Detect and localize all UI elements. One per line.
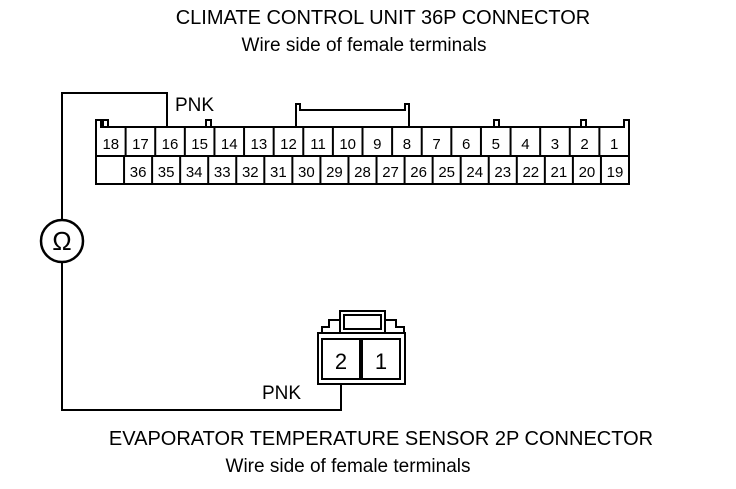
connector-2p <box>317 310 406 385</box>
pin-label: 30 <box>298 164 315 181</box>
pin-label: 36 <box>130 164 147 181</box>
connector-2p-shoulders <box>321 319 405 333</box>
bottom-connector-title: EVAPORATOR TEMPERATURE SENSOR 2P CONNECT… <box>109 428 653 450</box>
pin-label: 25 <box>438 164 455 181</box>
pin-label: 24 <box>466 164 483 181</box>
pin-label: 8 <box>403 136 411 153</box>
pin-label: 4 <box>521 136 529 153</box>
connector-36p-row2: 36 35 34 33 32 31 30 29 28 27 26 25 24 23 22 21 20 19 <box>123 156 624 184</box>
connector-36p-row1: 18 17 16 15 14 13 12 11 10 9 8 7 6 5 4 3 2 1 <box>102 127 618 156</box>
wire-top-segment <box>61 92 168 220</box>
pin-label: 6 <box>462 136 470 153</box>
connector-2p-pin-2: 2 <box>335 349 347 374</box>
pin-label: 28 <box>354 164 371 181</box>
pin-label: 13 <box>251 136 268 153</box>
pin-label: 33 <box>214 164 231 181</box>
pin-label: 5 <box>492 136 500 153</box>
pin-label: 22 <box>522 164 539 181</box>
ohm-symbol: Ω <box>52 226 71 256</box>
wire-bottom-segment <box>61 262 342 411</box>
pin-label: 15 <box>191 136 208 153</box>
pin-label: 10 <box>339 136 356 153</box>
test-wire <box>61 92 342 411</box>
pin-label: 34 <box>186 164 203 181</box>
pin-label: 32 <box>242 164 259 181</box>
pin-label: 20 <box>579 164 596 181</box>
pin-label: 27 <box>382 164 399 181</box>
wire-color-label-bottom: PNK <box>262 383 301 404</box>
pin-label: 31 <box>270 164 287 181</box>
pin-label: 7 <box>432 136 440 153</box>
pin-label: 18 <box>102 136 119 153</box>
pin-label: 1 <box>610 136 618 153</box>
pin-label: 14 <box>221 136 238 153</box>
connector-2p-pin-cavity <box>361 338 401 380</box>
pin-label: 12 <box>280 136 297 153</box>
bottom-connector-subtitle: Wire side of female terminals <box>226 456 471 477</box>
connector-2p-pin-1: 1 <box>375 349 387 374</box>
connector-2p-pin-cavity <box>321 338 361 380</box>
pin-label: 17 <box>132 136 149 153</box>
pin-label: 19 <box>607 164 624 181</box>
wire-color-label-top: PNK <box>175 95 214 116</box>
pin-label: 21 <box>551 164 568 181</box>
connector-36p-latch <box>295 103 410 128</box>
pin-label: 3 <box>551 136 559 153</box>
connector-2p-latch-inner <box>343 314 382 330</box>
pin-label: 29 <box>326 164 343 181</box>
top-connector-title: CLIMATE CONTROL UNIT 36P CONNECTOR <box>176 7 591 29</box>
pin-label: 16 <box>162 136 179 153</box>
top-connector-subtitle: Wire side of female terminals <box>242 35 487 56</box>
pin-label: 2 <box>580 136 588 153</box>
pin-label: 9 <box>373 136 381 153</box>
pin-label: 23 <box>494 164 511 181</box>
pin-label: 26 <box>410 164 427 181</box>
pin-label: 11 <box>310 136 326 153</box>
ohmmeter-icon: Ω <box>39 218 85 264</box>
pin-label: 35 <box>158 164 175 181</box>
